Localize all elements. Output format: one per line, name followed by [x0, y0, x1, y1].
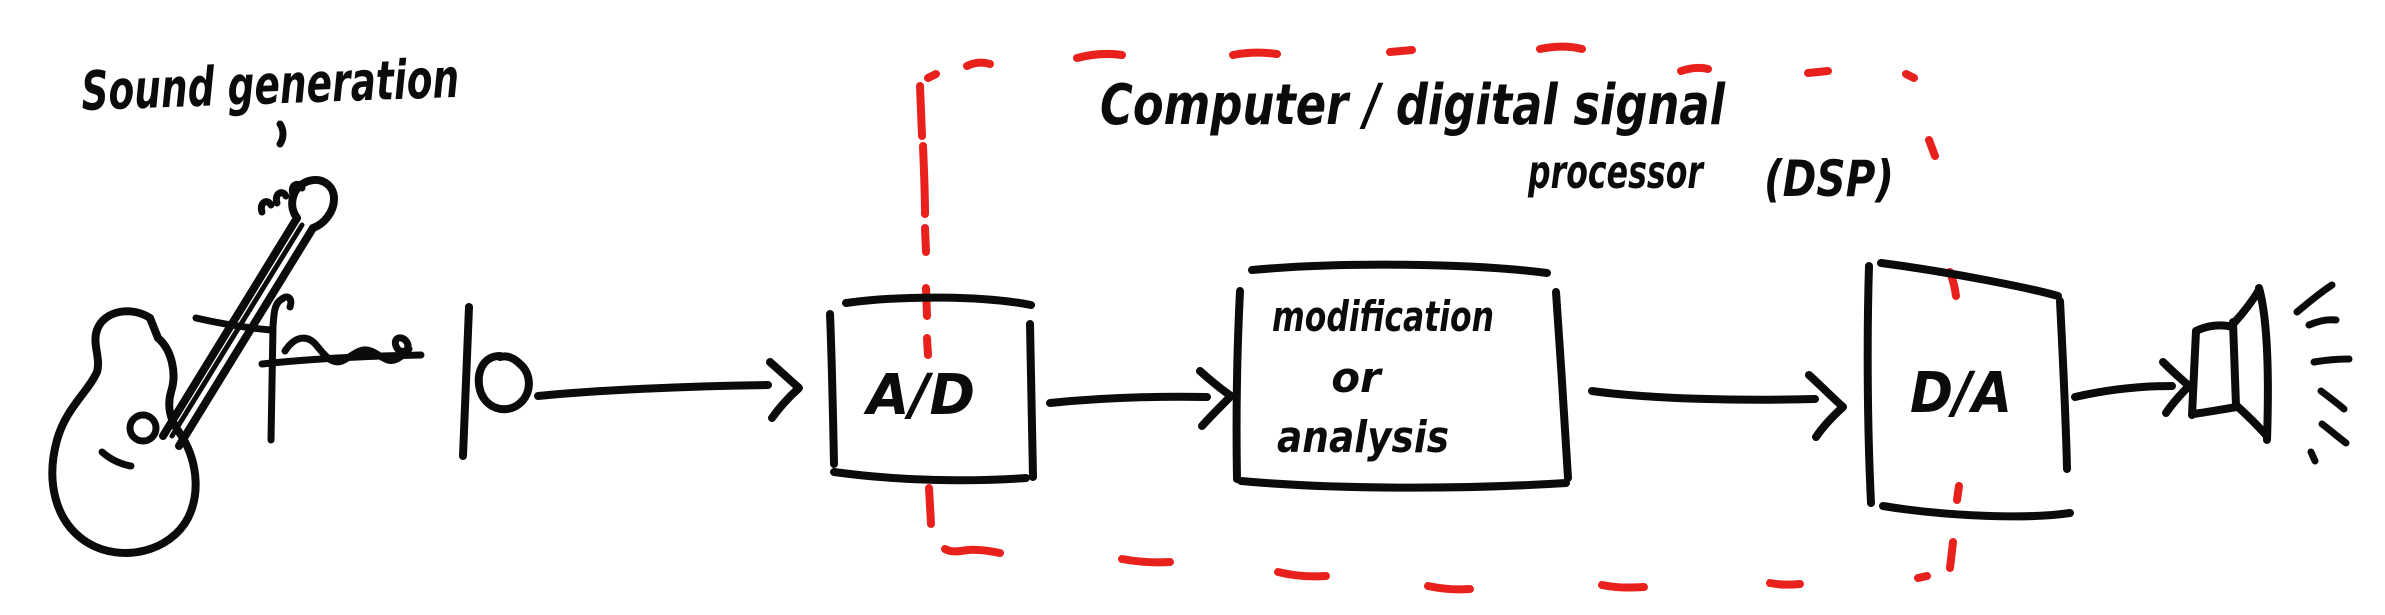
arrow-shaft	[534, 381, 772, 400]
guitar-strum-line	[192, 314, 275, 334]
arrow-head	[766, 358, 803, 422]
dsp-boundary-left-edge	[916, 82, 935, 528]
waveform-axis-hook	[278, 293, 295, 311]
dac-box: D/A	[1863, 259, 2074, 521]
dsp-boundary-top-edge	[924, 42, 1918, 82]
guitar-tuning-pegs	[257, 180, 306, 216]
processing-label-line1: modification	[1272, 292, 1494, 341]
waveform-vertical-axis	[267, 295, 286, 444]
dsp-region-title: Computer / digital signal processor (DSP…	[1100, 73, 1894, 208]
sound-generation-label: Sound generation	[80, 47, 460, 123]
arrow-shaft	[1588, 387, 1819, 404]
speaker-horn	[2230, 284, 2272, 444]
arrow-shaft	[1046, 392, 1211, 407]
waveform-sine-curve	[281, 334, 413, 366]
processing-box-outline	[1232, 260, 1572, 492]
dac-box-outline	[1863, 259, 2074, 521]
speaker-driver-box	[2188, 318, 2241, 419]
processing-label-line3: analysis	[1277, 412, 1449, 463]
guitar-headstock	[288, 176, 338, 232]
dsp-title-line2: processor	[1527, 145, 1705, 199]
dsp-boundary-bottom-edge	[941, 545, 1931, 594]
processing-label-line2: or	[1331, 353, 1383, 402]
arrow-shaft	[2071, 382, 2176, 401]
arrow-processing-to-dac	[1588, 371, 1847, 441]
arrow-head	[1805, 371, 1847, 441]
microphone-stand-line	[459, 303, 473, 460]
guitar-neck-inner-line	[169, 222, 305, 439]
arrow-mic-to-adc	[534, 358, 803, 422]
speaker-icon	[2188, 281, 2353, 465]
guitar-bridge	[98, 448, 135, 470]
adc-label: A/D	[863, 363, 975, 428]
dac-label: D/A	[1910, 361, 2012, 426]
arrow-dac-to-speaker	[2071, 358, 2193, 417]
microphone-icon	[459, 303, 533, 460]
dsp-boundary-right-edge	[1925, 136, 1963, 572]
processing-box: modification or analysis	[1232, 260, 1572, 492]
guitar-stray-tick	[276, 120, 287, 148]
guitar-soundhole	[126, 411, 160, 445]
arrow-adc-to-processing	[1046, 367, 1235, 430]
dsp-title-line1: Computer / digital signal	[1100, 73, 1726, 138]
dsp-boundary-dashed-box	[916, 42, 1963, 594]
microphone-capsule	[474, 352, 533, 414]
adc-box-outline	[826, 293, 1037, 485]
dsp-title-line3: (DSP)	[1764, 150, 1894, 208]
speaker-sound-rays	[2293, 281, 2353, 465]
guitar-body	[48, 307, 200, 557]
adc-box: A/D	[826, 293, 1037, 485]
guitar-icon	[48, 120, 338, 557]
arrow-head	[2159, 358, 2193, 417]
arrow-head	[1196, 367, 1235, 430]
waveform-icon	[258, 293, 425, 444]
